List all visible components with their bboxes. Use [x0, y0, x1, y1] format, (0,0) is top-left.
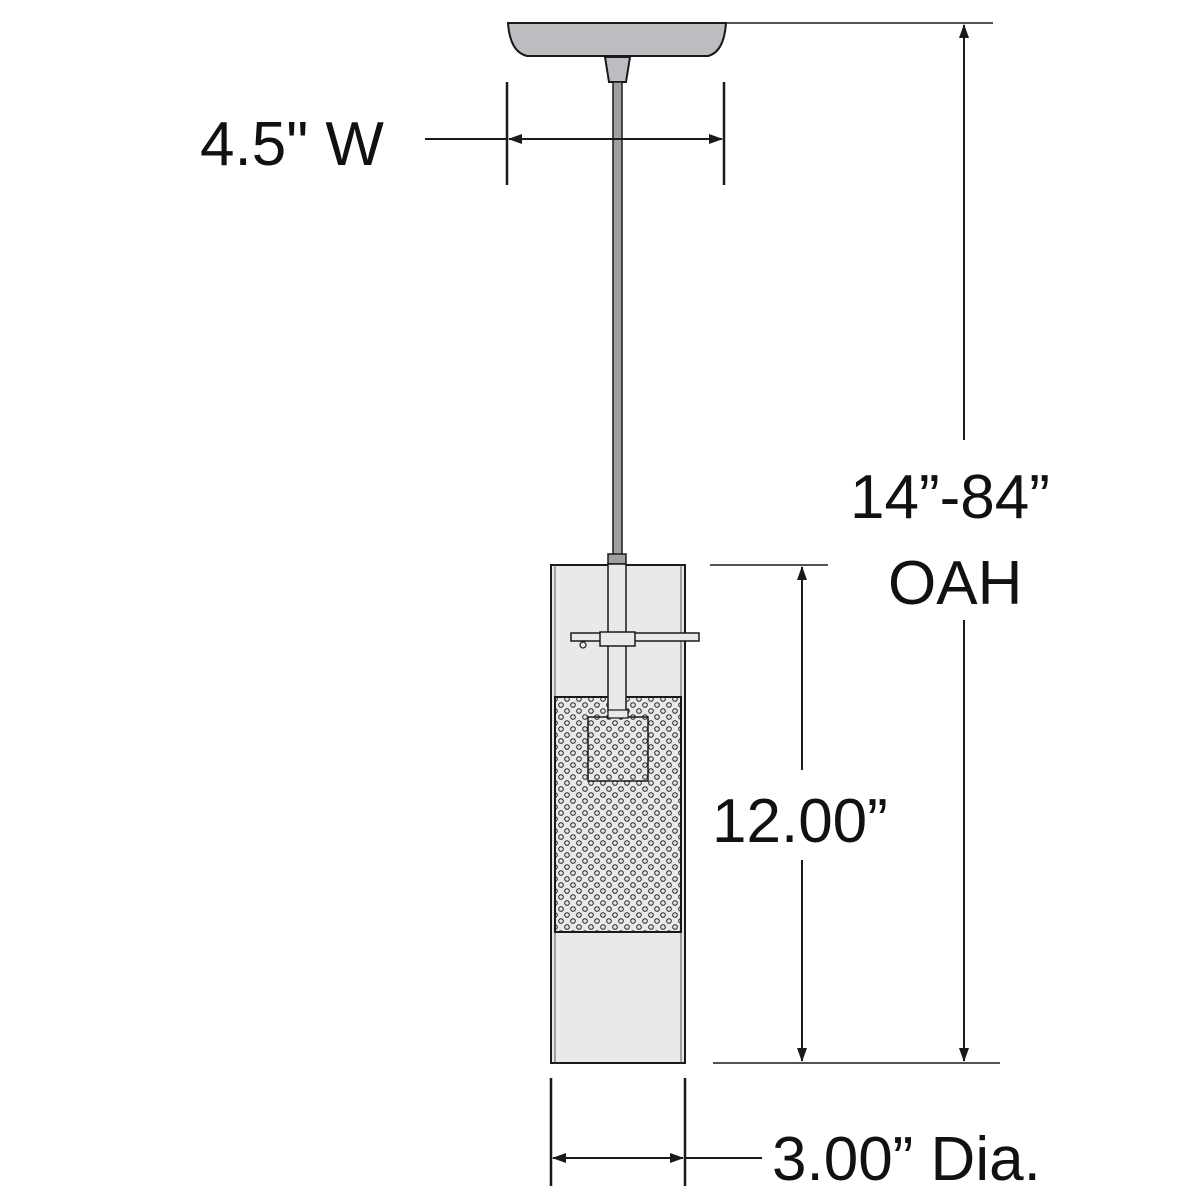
perforated-band — [554, 696, 682, 933]
oah-label: OAH — [888, 549, 1022, 618]
canopy-width-label: 4.5" W — [200, 110, 384, 179]
shade-diameter-dimension: 3.00” Dia. — [549, 1078, 1041, 1194]
overall-height-dimension: 14”-84” OAH — [713, 22, 1050, 1064]
shade-height-label: 12.00” — [712, 787, 888, 856]
suspension-rod — [612, 81, 623, 559]
shade-diameter-label: 3.00” Dia. — [772, 1125, 1041, 1194]
ceiling-canopy — [506, 22, 728, 83]
shade-height-dimension: 12.00” — [710, 564, 888, 1062]
canopy-width-dimension: 4.5" W — [200, 82, 726, 185]
overall-height-label: 14”-84” — [850, 463, 1050, 532]
cylinder-shade — [550, 553, 700, 1064]
